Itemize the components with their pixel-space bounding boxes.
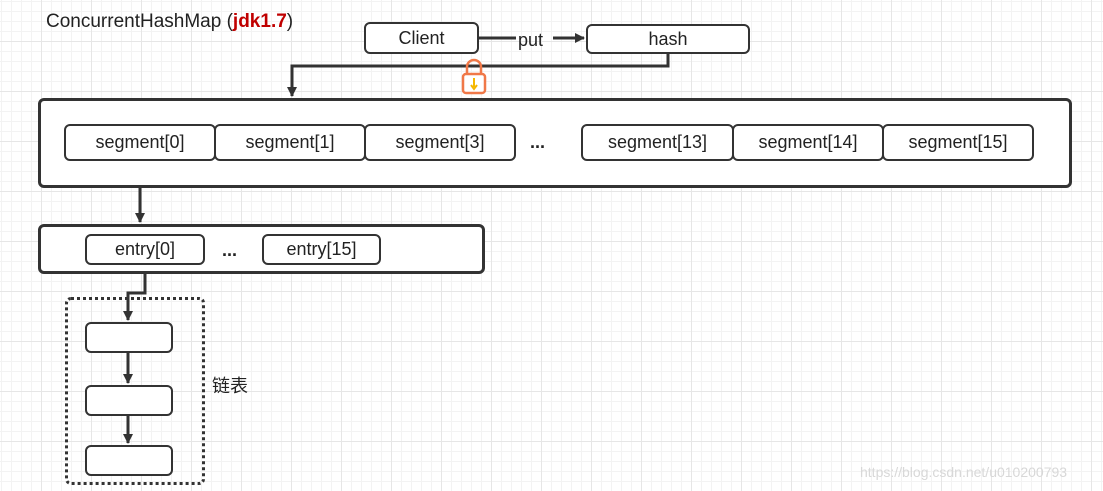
entry-15: entry[15] xyxy=(262,234,381,265)
linked-list-node-1 xyxy=(85,322,173,353)
linked-list-node-2 xyxy=(85,385,173,416)
segment-ellipsis: ... xyxy=(530,132,546,152)
put-label: put xyxy=(518,30,544,50)
entry-0: entry[0] xyxy=(85,234,205,265)
title-highlight: jdk1.7 xyxy=(232,11,287,32)
client-box: Client xyxy=(364,22,479,54)
linked-list-label: 链表 xyxy=(212,376,248,396)
segment-0: segment[0] xyxy=(64,124,216,161)
segment-3: segment[3] xyxy=(364,124,516,161)
segment-1: segment[1] xyxy=(214,124,366,161)
lock-icon xyxy=(461,58,487,95)
diagram-title: ConcurrentHashMap (jdk1.7) xyxy=(46,11,293,33)
linked-list-container xyxy=(65,297,205,485)
watermark: https://blog.csdn.net/u010200793 xyxy=(860,464,1068,480)
hash-box: hash xyxy=(586,24,750,54)
linked-list-node-3 xyxy=(85,445,173,476)
arrow-entry-to-node1 xyxy=(123,264,147,321)
title-prefix: ConcurrentHashMap ( xyxy=(46,11,233,32)
title-suffix: ) xyxy=(286,11,294,32)
entry-ellipsis: ... xyxy=(222,240,238,260)
segment-13: segment[13] xyxy=(581,124,734,161)
segment-14: segment[14] xyxy=(732,124,884,161)
segment-15: segment[15] xyxy=(882,124,1034,161)
